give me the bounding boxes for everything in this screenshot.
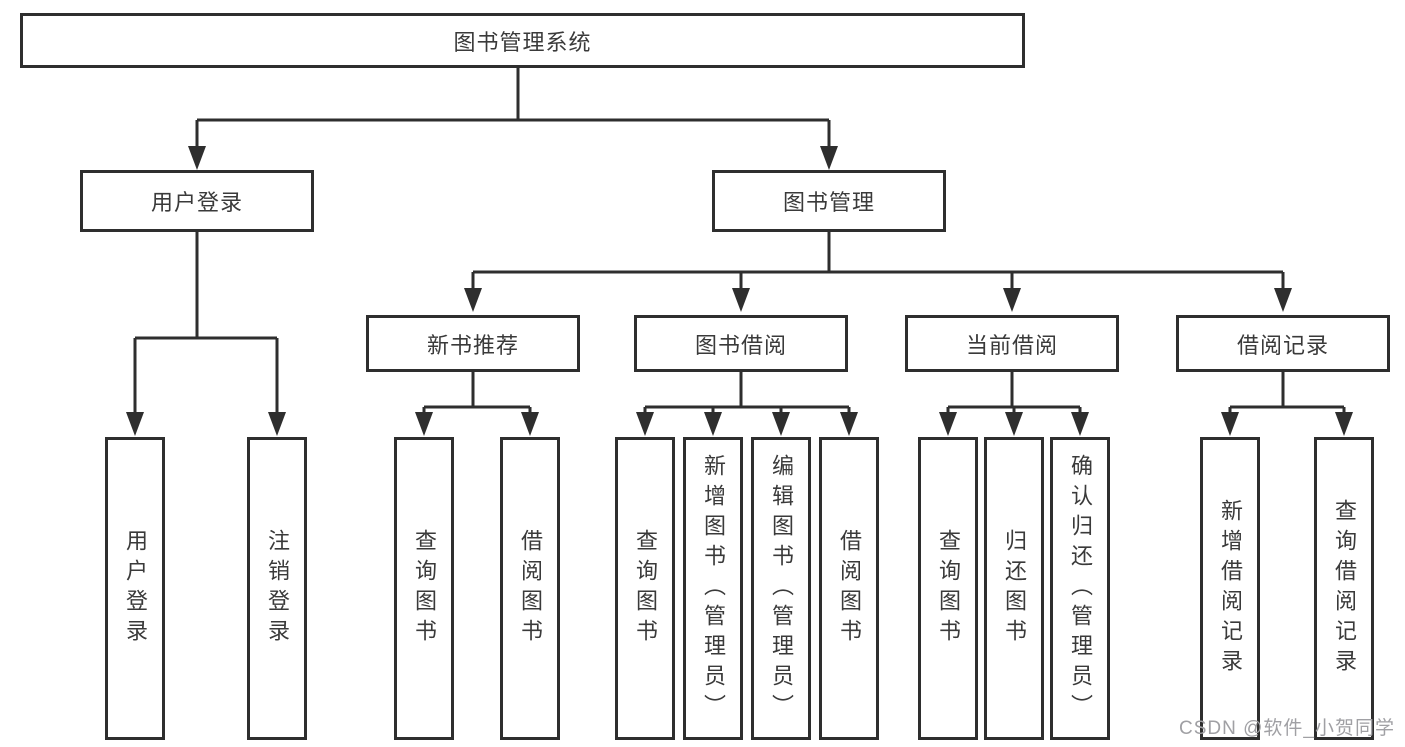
leaf-borrow-books-recommend: 借阅图书 — [500, 437, 560, 740]
leaf-edit-book-admin: 编辑图书（管理员） — [751, 437, 811, 740]
node-user-login-label: 用户登录 — [150, 190, 243, 215]
node-current-borrowing: 当前借阅 — [905, 315, 1119, 372]
leaf-add-borrow-record: 新增借阅记录 — [1200, 437, 1260, 740]
leaf-borrow-books: 借阅图书 — [819, 437, 879, 740]
node-borrowing-records: 借阅记录 — [1176, 315, 1390, 372]
leaf-borrow-books-label: 借阅图书 — [837, 528, 862, 649]
arrowhead — [188, 146, 206, 170]
leaf-user-login-label: 用户登录 — [123, 528, 148, 649]
node-new-book-recommendation-label: 新书推荐 — [426, 332, 519, 358]
leaf-logout-label: 注销登录 — [265, 528, 290, 649]
leaf-borrow-books-recommend-label: 借阅图书 — [518, 528, 543, 649]
leaf-return-book: 归还图书 — [984, 437, 1044, 740]
leaf-query-books-borrow-label: 查询图书 — [633, 528, 658, 649]
leaf-return-book-label: 归还图书 — [1002, 528, 1027, 649]
arrowhead — [415, 412, 433, 436]
node-book-borrowing: 图书借阅 — [634, 315, 848, 372]
arrowhead — [1003, 288, 1021, 312]
arrowhead — [939, 412, 957, 436]
arrowhead — [1335, 412, 1353, 436]
arrowhead — [1274, 288, 1292, 312]
leaf-add-book-admin: 新增图书（管理员） — [683, 437, 743, 740]
leaf-confirm-return-admin-label: 确认归还（管理员） — [1068, 453, 1093, 724]
node-current-borrowing-label: 当前借阅 — [965, 332, 1058, 358]
arrowhead — [732, 288, 750, 312]
leaf-logout: 注销登录 — [247, 437, 307, 740]
leaf-query-books-current: 查询图书 — [918, 437, 978, 740]
leaf-edit-book-admin-label: 编辑图书（管理员） — [769, 453, 794, 724]
arrowhead — [772, 412, 790, 436]
node-book-management-label: 图书管理 — [782, 190, 875, 215]
arrowheads — [126, 146, 1353, 436]
leaf-query-books-recommend-label: 查询图书 — [412, 528, 437, 649]
leaf-query-books-current-label: 查询图书 — [936, 528, 961, 649]
watermark-text: CSDN @软件_小贺同学 — [1179, 718, 1395, 739]
node-library-management-system-label: 图书管理系统 — [453, 29, 592, 55]
arrowhead — [464, 288, 482, 312]
arrowhead — [636, 412, 654, 436]
arrowhead — [521, 412, 539, 436]
leaf-query-borrow-record: 查询借阅记录 — [1314, 437, 1374, 740]
node-book-management: 图书管理 — [712, 170, 946, 232]
arrowhead — [840, 412, 858, 436]
node-borrowing-records-label: 借阅记录 — [1236, 332, 1329, 358]
leaf-query-books-recommend: 查询图书 — [394, 437, 454, 740]
leaf-query-books-borrow: 查询图书 — [615, 437, 675, 740]
leaf-add-book-admin-label: 新增图书（管理员） — [701, 453, 726, 724]
node-new-book-recommendation: 新书推荐 — [366, 315, 580, 372]
arrowhead — [126, 412, 144, 436]
arrowhead — [268, 412, 286, 436]
arrowhead — [704, 412, 722, 436]
arrowhead — [1071, 412, 1089, 436]
node-book-borrowing-label: 图书借阅 — [694, 332, 787, 358]
leaf-add-borrow-record-label: 新增借阅记录 — [1218, 498, 1243, 679]
arrowhead — [820, 146, 838, 170]
arrowhead — [1005, 412, 1023, 436]
leaf-query-borrow-record-label: 查询借阅记录 — [1332, 498, 1357, 679]
connector-lines — [133, 68, 1346, 412]
leaf-user-login: 用户登录 — [105, 437, 165, 740]
arrowhead — [1221, 412, 1239, 436]
node-user-login: 用户登录 — [80, 170, 314, 232]
leaf-confirm-return-admin: 确认归还（管理员） — [1050, 437, 1110, 740]
node-library-management-system: 图书管理系统 — [20, 13, 1025, 68]
